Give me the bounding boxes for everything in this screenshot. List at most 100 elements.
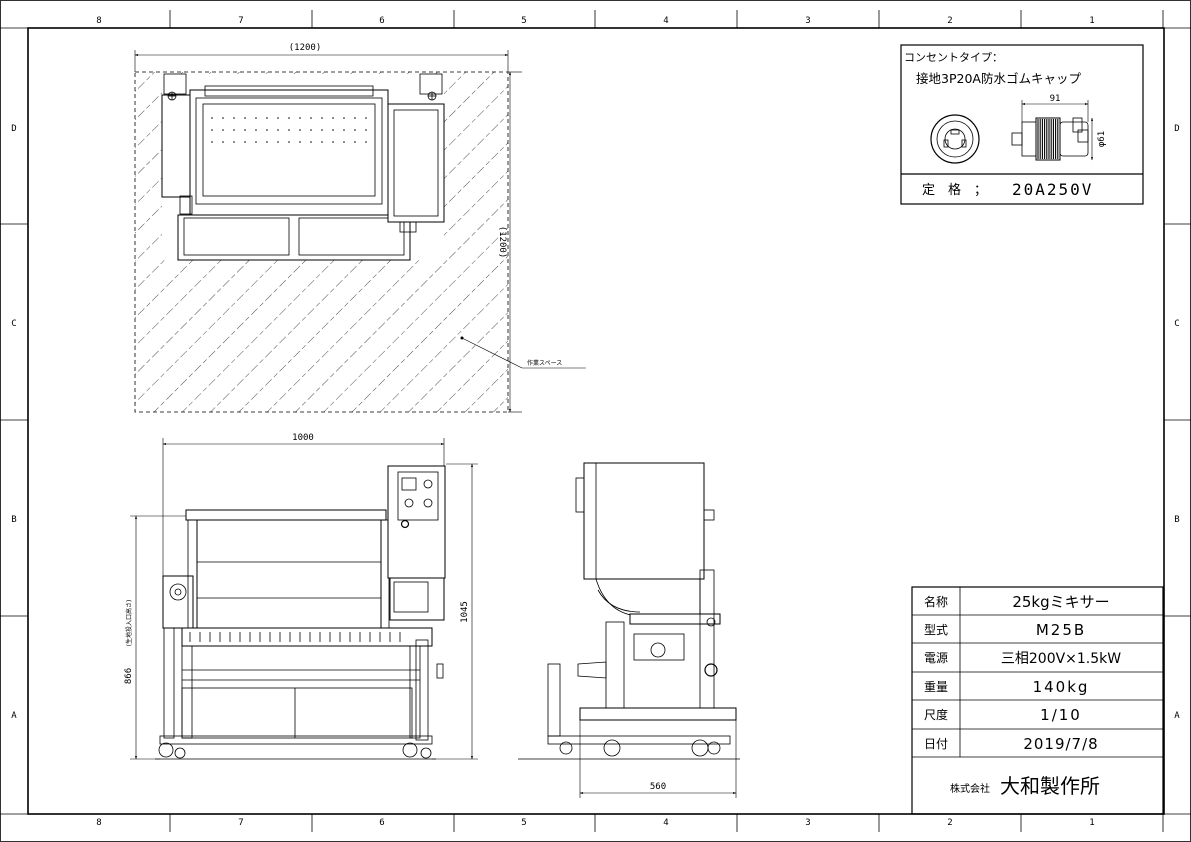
row-labels-right: D C B A — [1174, 124, 1180, 721]
tb-value-scale: 1/10 — [1040, 706, 1082, 724]
plug-diameter-dim: φ61 — [1097, 131, 1107, 147]
bowl-dot — [233, 129, 235, 131]
inlet-height-dim: 866 — [124, 668, 134, 684]
bowl-dot — [310, 117, 312, 119]
row-label: A — [1174, 711, 1180, 721]
col-label: 2 — [947, 16, 952, 26]
row-label: D — [1174, 124, 1179, 134]
plan-view: (1200) (1200) 作業スペース — [134, 43, 586, 413]
bowl-dot — [222, 141, 224, 143]
bowl-dot — [277, 129, 279, 131]
bowl-dot — [365, 141, 367, 143]
socket-face-icon — [930, 114, 980, 164]
bowl-dot — [321, 129, 323, 131]
tb-label-name: 名称 — [924, 594, 948, 609]
col-label: 5 — [521, 818, 526, 828]
bowl-dot — [277, 141, 279, 143]
plan-depth-dim: (1200) — [497, 226, 507, 259]
bowl-dot — [299, 117, 301, 119]
bowl-dot — [222, 129, 224, 131]
rating-value: 20A250V — [1012, 180, 1093, 199]
bowl-dot — [299, 141, 301, 143]
tb-label-weight: 重量 — [924, 680, 948, 694]
tb-value-date: 2019/7/8 — [1023, 735, 1098, 753]
bowl-dot — [211, 141, 213, 143]
row-label: C — [1174, 319, 1179, 329]
bowl-dot — [255, 129, 257, 131]
front-height-dim: 1045 — [460, 601, 470, 623]
bowl-dot — [266, 117, 268, 119]
col-label: 2 — [947, 818, 952, 828]
bowl-dot — [233, 117, 235, 119]
col-label: 6 — [379, 16, 384, 26]
bowl-dot — [365, 117, 367, 119]
row-label: D — [11, 124, 16, 134]
col-label: 7 — [238, 16, 243, 26]
title-block: 名称 25kgミキサー 型式 M25B 電源 三相200V×1.5kW 重量 1… — [911, 586, 1164, 815]
bowl-dot — [310, 129, 312, 131]
col-label: 5 — [521, 16, 526, 26]
company-name: 大和製作所 — [1000, 774, 1100, 798]
bowl-dot — [354, 129, 356, 131]
tb-label-scale: 尺度 — [924, 707, 948, 722]
col-label: 4 — [663, 818, 668, 828]
plug-type: 接地3P20A防水ゴムキャップ — [916, 71, 1081, 86]
col-label: 3 — [805, 818, 810, 828]
work-space-label: 作業スペース — [527, 359, 562, 367]
bowl-dot — [332, 117, 334, 119]
bowl-dot — [332, 141, 334, 143]
bowl-dot — [343, 117, 345, 119]
row-label: B — [1174, 515, 1179, 525]
bowl-dot — [365, 129, 367, 131]
tb-label-date: 日付 — [924, 737, 948, 751]
side-depth-dim: 560 — [650, 782, 666, 792]
bowl-dot — [211, 117, 213, 119]
col-label: 8 — [96, 16, 101, 26]
plug-info-box: コンセントタイプ： 接地3P20A防水ゴムキャップ 91 φ61 定 格 ； — [900, 44, 1144, 205]
bowl-dot — [288, 117, 290, 119]
bowl-dot — [255, 117, 257, 119]
bowl-dot — [354, 117, 356, 119]
bowl-dot — [354, 141, 356, 143]
plug-side-icon — [1011, 117, 1089, 161]
bowl-dot — [277, 117, 279, 119]
tb-label-power: 電源 — [924, 651, 948, 665]
bowl-dot — [321, 141, 323, 143]
tb-value-power: 三相200V×1.5kW — [1001, 651, 1121, 667]
bowl-dot — [244, 117, 246, 119]
bowl-dot — [233, 141, 235, 143]
company-prefix: 株式会社 — [950, 782, 990, 795]
column-labels-top: 8 7 6 5 4 3 2 1 — [96, 16, 1094, 26]
col-label: 4 — [663, 16, 668, 26]
row-label: B — [11, 515, 16, 525]
front-width-dim: 1000 — [292, 433, 314, 443]
row-label: A — [11, 711, 17, 721]
tb-value-weight: 140kg — [1033, 678, 1090, 696]
col-label: 1 — [1089, 818, 1094, 828]
col-label: 1 — [1089, 16, 1094, 26]
bowl-dot — [266, 141, 268, 143]
col-label: 8 — [96, 818, 101, 828]
front-view: 1000 1045 866 (生地投入口高さ) — [124, 433, 478, 760]
row-label: C — [11, 319, 16, 329]
col-label: 7 — [238, 818, 243, 828]
plug-length-dim: 91 — [1050, 94, 1061, 104]
plan-width-dim: (1200) — [289, 43, 322, 53]
tb-label-model: 型式 — [924, 623, 948, 637]
bowl-dot — [222, 117, 224, 119]
bowl-dot — [211, 129, 213, 131]
rating-label: 定 格 ； — [922, 182, 987, 198]
tb-value-model: M25B — [1036, 621, 1086, 639]
bowl-dot — [244, 141, 246, 143]
bowl-dot — [343, 141, 345, 143]
bowl-dot — [288, 129, 290, 131]
tb-value-name: 25kgミキサー — [1012, 593, 1109, 611]
bowl-dot — [244, 129, 246, 131]
bowl-dot — [332, 129, 334, 131]
plug-title: コンセントタイプ： — [904, 51, 1003, 64]
inlet-height-note: (生地投入口高さ) — [125, 600, 133, 647]
plan-machine — [161, 73, 445, 261]
row-labels-left: D C B A — [11, 124, 17, 721]
side-view: 560 — [518, 462, 740, 798]
